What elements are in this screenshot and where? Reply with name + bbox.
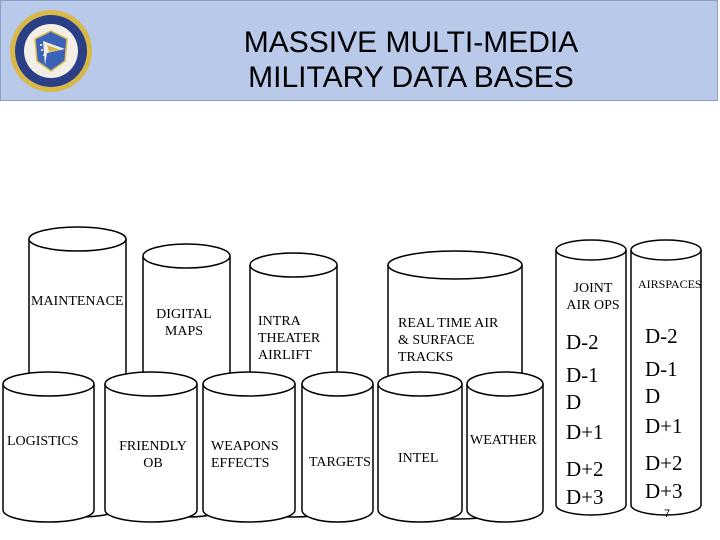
air-force-seal-icon (10, 10, 92, 92)
intel-label: INTEL (398, 451, 439, 466)
day-label: D (566, 390, 582, 414)
day-label: D+3 (645, 479, 683, 503)
day-label: D+2 (645, 451, 683, 475)
logistics-label: LOGISTICS (7, 434, 79, 449)
day-label: D+1 (645, 414, 683, 438)
title-line-2: MILITARY DATA BASES (248, 61, 574, 94)
day-label: D+1 (566, 420, 604, 444)
title-banner: MASSIVE MULTI-MEDIA MILITARY DATA BASES (0, 0, 718, 101)
airspaces-db (630, 239, 702, 516)
joint-air-ops-db (555, 239, 627, 516)
day-label: D-1 (566, 363, 599, 387)
weapons-effects-db (202, 371, 296, 523)
weather-label: WEATHER (470, 433, 537, 448)
intel-db (377, 371, 463, 523)
targets-label: TARGETS (309, 455, 371, 470)
logistics-db (2, 371, 95, 523)
friendly-ob-db (104, 371, 198, 523)
day-label: D+3 (566, 485, 604, 509)
title-line-1: MASSIVE MULTI-MEDIA (243, 26, 579, 59)
page-number: 7 (664, 508, 671, 520)
day-label: D-2 (645, 324, 678, 348)
targets-db (301, 371, 374, 523)
page-title: MASSIVE MULTI-MEDIA MILITARY DATA BASES (151, 25, 671, 95)
maintenance-label: MAINTENACE (31, 294, 124, 309)
airspaces-label: AIRSPACES (638, 277, 702, 291)
day-label: D (645, 384, 661, 408)
day-label: D+2 (566, 457, 604, 481)
day-label: D-1 (645, 357, 678, 381)
weather-db (466, 371, 544, 523)
day-label: D-2 (566, 330, 599, 354)
